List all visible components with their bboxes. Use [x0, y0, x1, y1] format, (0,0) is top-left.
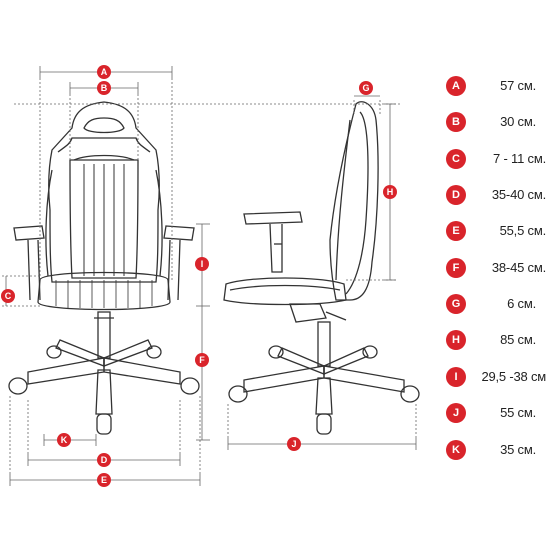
legend-row-b: B 30 см. — [440, 110, 550, 134]
dimension-markers: A B C I F K D E — [1, 65, 397, 487]
svg-text:D: D — [101, 455, 108, 465]
front-view-chair — [8, 101, 200, 435]
marker-c: C — [1, 289, 15, 303]
marker-g: G — [359, 81, 373, 95]
marker-e: E — [97, 473, 111, 487]
legend-badge: H — [446, 330, 466, 350]
legend-value: 30 см. — [500, 114, 536, 129]
svg-text:B: B — [101, 83, 108, 93]
legend-value: 38-45 см. — [491, 260, 546, 275]
dimension-lines — [2, 66, 417, 486]
legend-badge: A — [446, 76, 466, 96]
marker-d: D — [97, 453, 111, 467]
legend-row-c: C 7 - 11 см. — [440, 147, 550, 171]
svg-text:C: C — [5, 291, 12, 301]
legend-badge: B — [446, 112, 466, 132]
svg-text:I: I — [201, 259, 204, 269]
marker-f: F — [195, 353, 209, 367]
legend-row-f: F 38-45 см. — [440, 256, 550, 280]
legend-row-h: H 85 см. — [440, 328, 550, 352]
marker-k: K — [57, 433, 71, 447]
legend-value: 7 - 11 см. — [493, 151, 546, 166]
legend-row-i: I 29,5 -38 см — [440, 365, 550, 389]
svg-text:J: J — [291, 439, 296, 449]
marker-h: H — [383, 185, 397, 199]
legend-value: 29,5 -38 см — [481, 369, 546, 384]
svg-text:A: A — [101, 67, 108, 77]
legend-badge: J — [446, 403, 466, 423]
legend-row-j: J 55 см. — [440, 401, 550, 425]
legend-value: 57 см. — [500, 78, 536, 93]
svg-text:K: K — [61, 435, 68, 445]
legend-value: 55,5 см. — [499, 223, 547, 238]
legend-value: 35-40 см. — [491, 187, 546, 202]
legend-badge: D — [446, 185, 466, 205]
legend-row-e: E 55,5 см. — [440, 219, 550, 243]
legend-badge: F — [446, 258, 466, 278]
legend-value: 35 см. — [500, 442, 536, 457]
legend-row-a: A 57 см. — [440, 74, 550, 98]
svg-text:F: F — [199, 355, 205, 365]
legend-badge: I — [446, 367, 466, 387]
marker-b: B — [97, 81, 111, 95]
marker-a: A — [97, 65, 111, 79]
side-view-chair — [223, 101, 420, 435]
legend-row-d: D 35-40 см. — [440, 183, 550, 207]
legend-badge: C — [446, 149, 466, 169]
legend-row-k: K 35 см. — [440, 438, 550, 462]
svg-text:G: G — [362, 83, 369, 93]
svg-text:H: H — [387, 187, 394, 197]
legend-value: 55 см. — [500, 405, 536, 420]
legend-value: 6 см. — [507, 296, 536, 311]
legend-badge: G — [446, 294, 466, 314]
svg-text:E: E — [101, 475, 107, 485]
marker-j: J — [287, 437, 301, 451]
legend-badge: K — [446, 440, 466, 460]
marker-i: I — [195, 257, 209, 271]
legend-row-g: G 6 см. — [440, 292, 550, 316]
legend-value: 85 см. — [500, 332, 536, 347]
legend-badge: E — [446, 221, 466, 241]
